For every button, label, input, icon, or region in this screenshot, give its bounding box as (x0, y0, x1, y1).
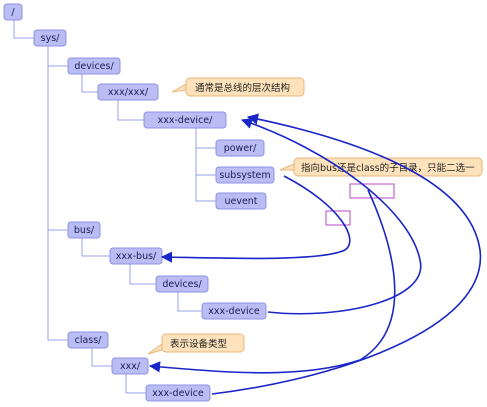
node-subsystem-label: subsystem (219, 170, 270, 181)
node-bus-label: bus/ (74, 225, 95, 236)
node-uevent-label: uevent (224, 196, 257, 207)
node-uevent: uevent (215, 192, 267, 210)
callout-bus-hierarchy: 通常是总线的层次结构 (171, 77, 305, 97)
node-class-label: class/ (75, 335, 103, 346)
node-xxx-device: xxx-device/ (143, 111, 227, 129)
highlight-box-class (325, 210, 351, 226)
callout-bus-hierarchy-text: 通常是总线的层次结构 (195, 82, 290, 94)
node-class-xxx-device: xxx-device (145, 384, 211, 402)
callout-subsystem-note: 指向bus还是class的子目录，只能二选一 (279, 157, 483, 177)
node-subsystem: subsystem (215, 166, 275, 184)
node-devices: devices/ (67, 57, 121, 75)
node-root: / (3, 3, 23, 21)
node-xxx-device-label: xxx-device/ (158, 115, 213, 126)
node-devices-label: devices/ (74, 61, 114, 72)
node-power: power/ (215, 139, 265, 157)
node-sys: sys/ (33, 29, 67, 47)
callout-device-type-text: 表示设备类型 (170, 338, 228, 350)
node-root-label: / (11, 7, 15, 18)
callout-subsystem-note-text: 指向bus还是class的子目录，只能二选一 (301, 162, 475, 174)
tree-connectors (13, 20, 216, 394)
node-xxx-bus: xxx-bus/ (109, 247, 163, 265)
node-bus: bus/ (67, 221, 101, 239)
node-bus-devices: devices/ (155, 275, 209, 293)
node-xxx-xxx: xxx/xxx/ (97, 83, 159, 101)
arrow-subsystem-to-bus (160, 175, 351, 263)
node-xxx-xxx-label: xxx/xxx/ (108, 87, 149, 98)
node-class-xxx-label: xxx/ (120, 361, 141, 372)
arrow-bus-device-to-xxx-device (240, 117, 422, 315)
node-bus-xxx-device-label: xxx-device (208, 306, 260, 317)
link-arrows (148, 113, 482, 395)
node-class-xxx: xxx/ (111, 357, 149, 375)
callout-device-type: 表示设备类型 (147, 333, 245, 355)
node-class-xxx-device-label: xxx-device (152, 388, 204, 399)
arrow-subsystem-to-class (148, 189, 396, 374)
node-sys-label: sys/ (41, 33, 61, 44)
node-power-label: power/ (224, 143, 257, 154)
node-bus-xxx-device: xxx-device (201, 302, 267, 320)
node-class: class/ (67, 331, 109, 349)
node-bus-devices-label: devices/ (162, 279, 202, 290)
arrow-class-device-to-xxx-device (211, 113, 482, 395)
node-xxx-bus-label: xxx-bus/ (116, 251, 157, 262)
